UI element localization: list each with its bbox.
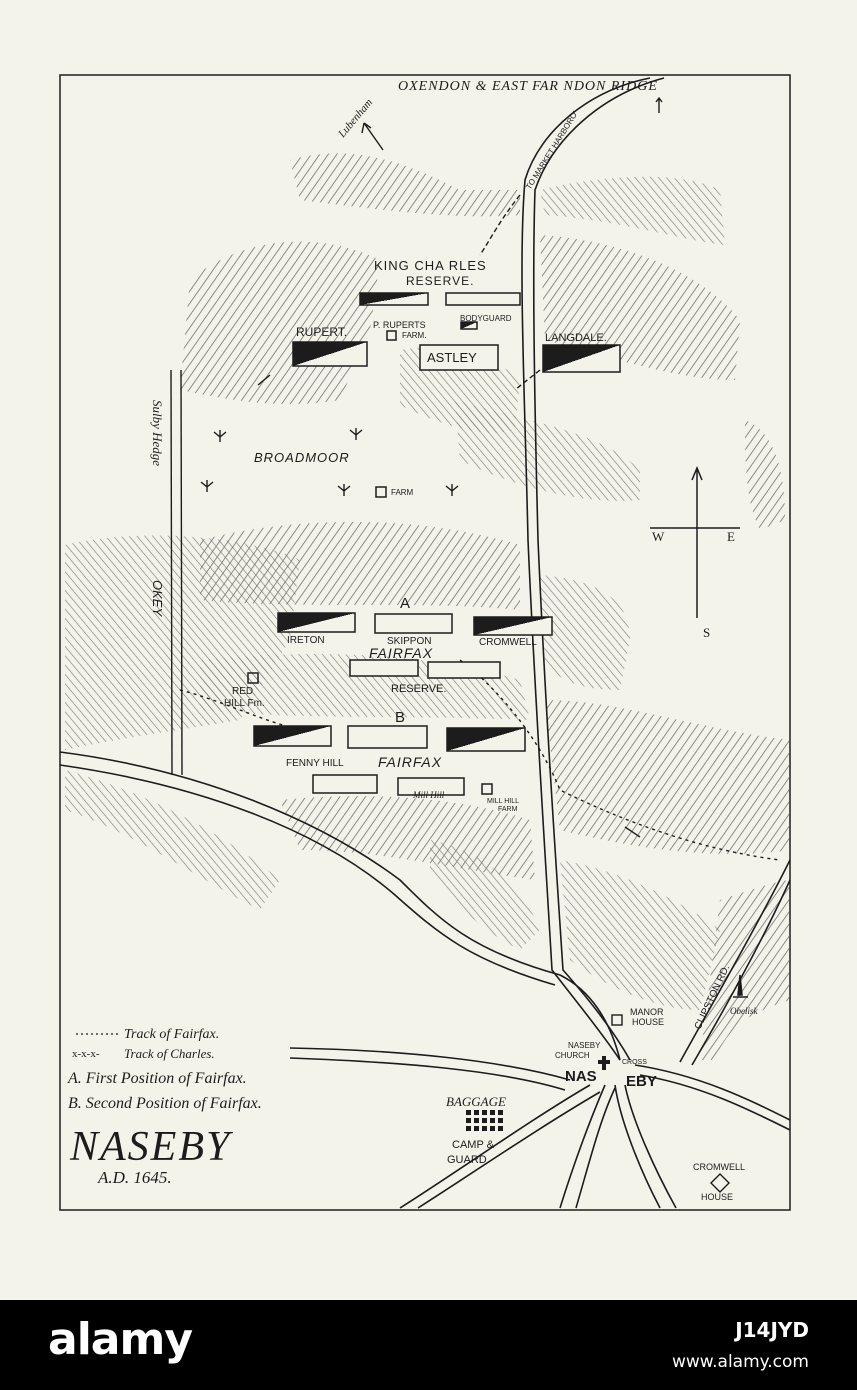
label-naseby-church-2: CHURCH <box>555 1051 590 1060</box>
label-market-harboro: TO MARKET HARBORO' <box>524 109 580 191</box>
label-red-hill-2: HILL Fm. <box>224 698 265 709</box>
legend-first-position: A. First Position of Fairfax. <box>67 1070 247 1087</box>
legend-charles-track: Track of Charles. <box>124 1046 215 1061</box>
parliament-army <box>247 486 553 796</box>
image-id: J14JYD <box>735 1318 809 1342</box>
label-mill-hill: Mill Hill <box>412 790 445 800</box>
compass-east: E <box>727 529 735 544</box>
label-lubenham: Lubenham <box>335 97 375 141</box>
label-king-charles-2: RESERVE. <box>406 274 474 288</box>
label-fairfax-b: FAIRFAX <box>378 754 442 770</box>
west-road <box>59 751 621 1061</box>
stock-watermark-band: alamy J14JYD www.alamy.com <box>0 1300 857 1390</box>
label-cross: CROSS <box>622 1059 647 1066</box>
legend-charles-track-marker: x-x-x- <box>72 1048 100 1060</box>
map-title: NASEBY <box>69 1124 234 1170</box>
label-langdale: LANGDALE. <box>545 332 607 344</box>
arrows <box>257 96 663 838</box>
label-baggage: BAGGAGE <box>446 1094 506 1109</box>
label-eby: EBY <box>626 1073 657 1090</box>
label-manor-house-1: MANOR <box>630 1007 664 1017</box>
label-farm: FARM <box>391 488 414 497</box>
hill-hatching <box>65 153 790 1060</box>
map-page: W E S OXENDON & EAST FAR NDON RIDGE TO M… <box>59 74 791 1211</box>
label-okey: OKEY <box>150 580 165 617</box>
charles-track <box>479 194 541 391</box>
church-cross-icon <box>598 1056 610 1070</box>
legend-second-position: B. Second Position of Fairfax. <box>68 1095 262 1112</box>
label-obelisk: Obelisk <box>730 1006 758 1016</box>
label-fenny-hill: FENNY HILL <box>286 758 344 769</box>
footer-url: www.alamy.com <box>671 1352 809 1372</box>
baggage-camp <box>466 1110 503 1131</box>
label-nas: NAS <box>565 1068 597 1085</box>
label-top-road: OXENDON & EAST FAR NDON RIDGE <box>398 79 658 94</box>
naseby-battle-map: W E S OXENDON & EAST FAR NDON RIDGE TO M… <box>59 74 791 1211</box>
label-cromwell-house-2: HOUSE <box>701 1192 733 1202</box>
label-astley: ASTLEY <box>427 350 477 365</box>
label-naseby-church-1: NASEBY <box>568 1041 601 1050</box>
label-ireton: IRETON <box>287 635 325 646</box>
legend-fairfax-track: Track of Fairfax. <box>124 1027 219 1042</box>
label-camp-guard-2: GUARD <box>447 1154 487 1166</box>
label-mill-hill-farm-1: MILL HILL <box>487 798 519 805</box>
label-manor-house-2: HOUSE <box>632 1017 664 1027</box>
label-position-b: B <box>395 709 405 726</box>
label-skippon: SKIPPON <box>387 636 431 647</box>
broadmoor-trees <box>200 428 459 496</box>
clipston-road <box>679 859 791 1063</box>
label-reserve: RESERVE. <box>391 683 446 695</box>
label-red-hill-1: RED <box>232 686 253 697</box>
label-p-ruperts-farm-1: P. RUPERTS <box>373 320 426 330</box>
cromwell-house-marker <box>710 1173 730 1193</box>
compass-south: S <box>703 625 710 640</box>
map-legend: Track of Fairfax. x-x-x- Track of Charle… <box>67 1027 262 1187</box>
obelisk-icon <box>733 974 748 998</box>
label-rupert: RUPERT. <box>296 325 347 339</box>
sulby-hedge <box>170 369 183 776</box>
label-cromwell: CROMWELL <box>479 637 537 648</box>
label-mill-hill-farm-2: FARM <box>498 806 518 813</box>
royalist-army <box>292 292 621 373</box>
label-position-a: A <box>400 595 410 612</box>
manor-house-marker <box>611 1014 623 1026</box>
map-frame <box>59 74 791 1211</box>
label-camp-guard-1: CAMP & <box>452 1139 495 1151</box>
label-bodyguard: BODYGUARD <box>460 314 512 323</box>
label-sulby-hedge: Sulby Hedge <box>150 400 165 466</box>
label-broadmoor: BROADMOOR <box>254 450 350 465</box>
label-p-ruperts-farm-2: FARM. <box>402 331 426 340</box>
compass-west: W <box>652 529 665 544</box>
market-harboro-road <box>521 77 651 1061</box>
roads <box>59 77 791 1209</box>
label-cromwell-house-1: CROMWELL <box>693 1162 745 1172</box>
label-king-charles-1: KING CHA RLES <box>374 258 487 273</box>
compass-rose <box>650 466 740 618</box>
label-fairfax-a: FAIRFAX <box>369 645 433 661</box>
map-date: A.D. 1645. <box>97 1168 172 1187</box>
alamy-logo: alamy <box>48 1314 193 1365</box>
